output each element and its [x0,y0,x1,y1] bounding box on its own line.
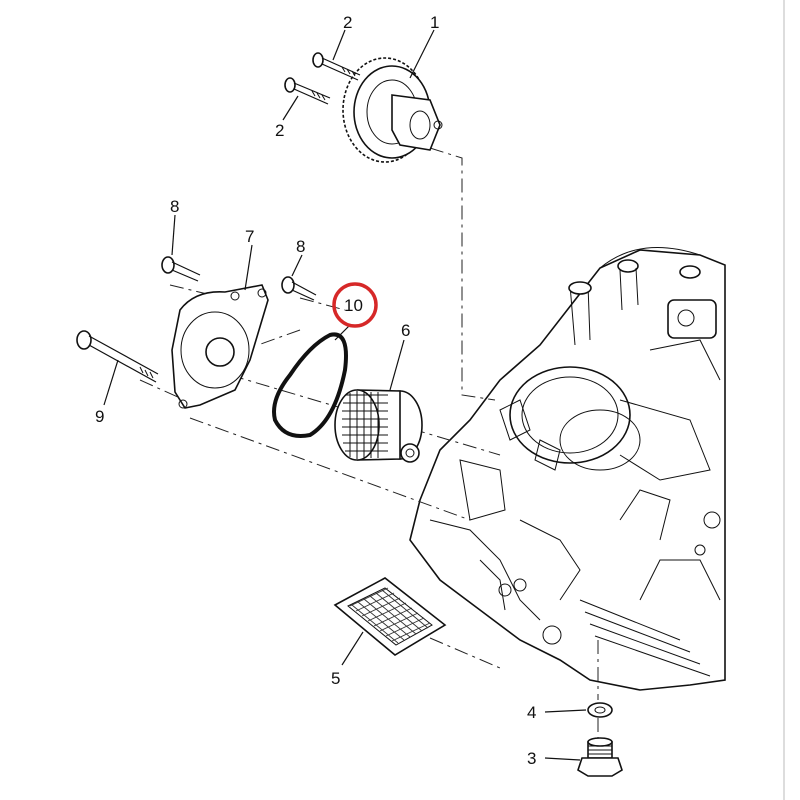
long-bolt-9 [76,330,159,383]
label-10: 10 [344,296,363,315]
bolt-2-lower [284,77,331,105]
label-1: 1 [430,13,439,32]
leader-lines [103,29,587,761]
gasket-washer [587,702,613,718]
label-3: 3 [527,749,536,768]
drain-bolt [577,737,623,777]
bolt-8-left [161,256,201,282]
label-2-lower: 2 [275,121,284,140]
oil-pump-gear [342,57,443,163]
bolt-8-right [281,276,317,301]
oil-filter [334,389,423,463]
filter-cover [171,284,269,409]
bolt-2-upper [312,52,361,81]
label-6: 6 [401,321,410,340]
label-9: 9 [95,407,104,426]
highlight-circle [332,282,378,328]
label-8-right: 8 [296,237,305,256]
o-ring [272,332,348,438]
label-2-upper: 2 [343,13,352,32]
label-4: 4 [527,703,536,722]
label-8-left: 8 [170,197,179,216]
crankcase-drawing [409,246,726,691]
label-5: 5 [331,669,340,688]
oil-strainer [333,577,447,656]
label-7: 7 [245,227,254,246]
